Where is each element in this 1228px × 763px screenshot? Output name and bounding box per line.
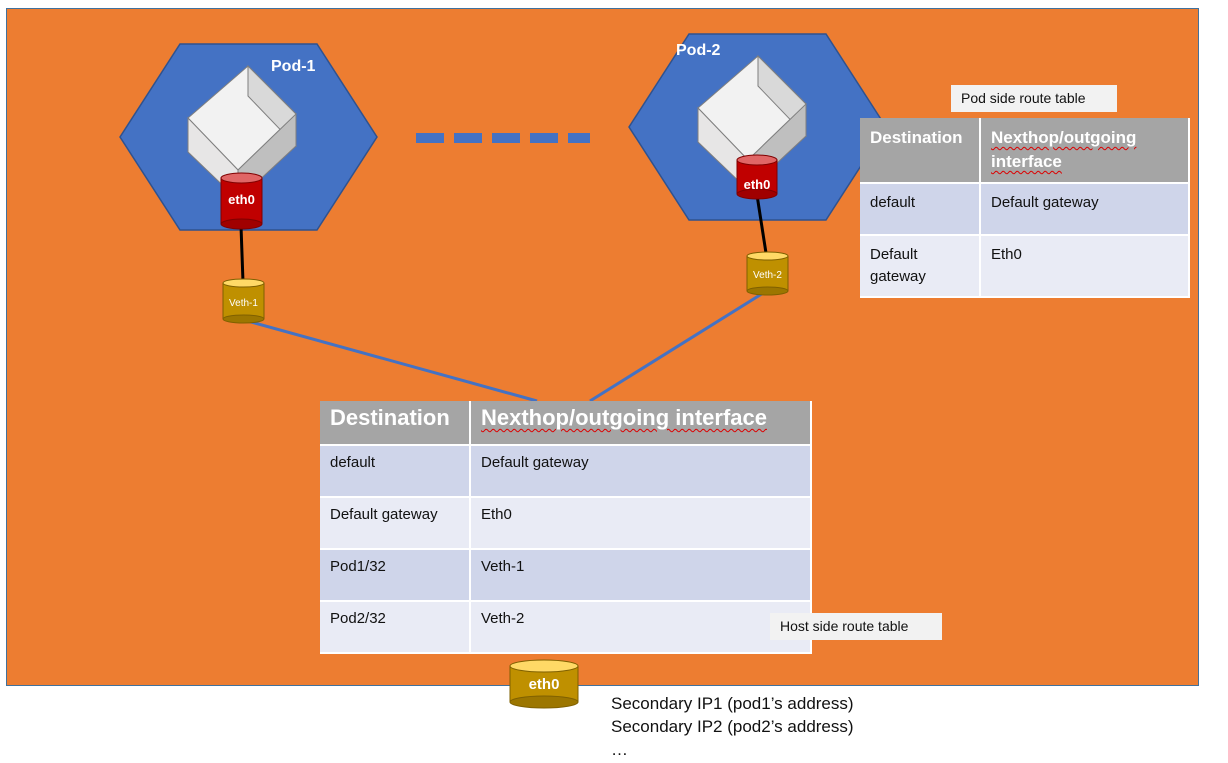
- secondary-ip-item: …: [611, 740, 628, 759]
- header-text: Nexthop/outgoing interface: [481, 405, 767, 430]
- secondary-ip-list: Secondary IP1 (pod1’s address) Secondary…: [611, 692, 854, 761]
- table-cell: Default gateway: [320, 497, 471, 550]
- veth2-label: Veth-2: [753, 270, 782, 281]
- veth1-label: Veth-1: [229, 298, 258, 309]
- pod1-eth0-label: eth0: [228, 192, 255, 207]
- table-cell: default: [860, 183, 981, 236]
- header-text: Nexthop/outgoing interface: [991, 128, 1137, 171]
- table-header-cell: Destination: [320, 401, 471, 446]
- host-eth0-cylinder: [509, 659, 579, 709]
- pod1-eth-veth-link: [239, 225, 245, 283]
- host-route-table: Destination Nexthop/outgoing interface d…: [320, 401, 812, 654]
- pod2-eth0-cylinder: [736, 154, 778, 200]
- table-row: Default gateway Eth0: [320, 497, 812, 550]
- table-header-cell: Destination: [860, 118, 981, 184]
- table-header-row: Destination Nexthop/outgoing interface: [860, 118, 1190, 184]
- host-route-table-caption: Host side route table: [770, 613, 942, 640]
- pod2-label: Pod-2: [676, 42, 721, 59]
- pod-route-table: Destination Nexthop/outgoing interface d…: [860, 118, 1190, 298]
- table-header-row: Destination Nexthop/outgoing interface: [320, 401, 812, 446]
- pod1-eth0-cylinder: [220, 172, 263, 230]
- table-cell: Pod2/32: [320, 601, 471, 654]
- table-cell: Veth-2: [470, 601, 812, 654]
- secondary-ip-item: Secondary IP2 (pod2’s address): [611, 717, 854, 736]
- table-cell: Default gateway: [470, 445, 812, 498]
- table-cell: Eth0: [980, 235, 1190, 298]
- table-cell: Default gateway: [980, 183, 1190, 236]
- secondary-ip-item: Secondary IP1 (pod1’s address): [611, 694, 854, 713]
- pod2-eth-veth-link: [755, 194, 768, 254]
- table-cell: default: [320, 445, 471, 498]
- table-cell: Eth0: [470, 497, 812, 550]
- table-cell: Default gateway: [860, 235, 981, 298]
- table-row: default Default gateway: [320, 445, 812, 498]
- table-cell: Pod1/32: [320, 549, 471, 602]
- pod2-eth0-label: eth0: [743, 177, 771, 192]
- table-row: Pod2/32 Veth-2: [320, 601, 812, 654]
- veth1-to-host-line: [243, 318, 538, 403]
- table-row: Default gateway Eth0: [860, 235, 1190, 298]
- table-header-cell: Nexthop/outgoing interface: [470, 401, 812, 446]
- veth1-cylinder: [222, 278, 265, 324]
- table-row: Pod1/32 Veth-1: [320, 549, 812, 602]
- table-row: default Default gateway: [860, 183, 1190, 236]
- table-header-cell: Nexthop/outgoing interface: [980, 118, 1190, 184]
- host-eth0-label: eth0: [528, 676, 560, 693]
- pod1-label: Pod-1: [271, 58, 316, 75]
- table-cell: Veth-1: [470, 549, 812, 602]
- veth2-to-host-line: [589, 288, 769, 403]
- veth2-cylinder: [746, 251, 789, 296]
- more-pods-dashes: [416, 133, 590, 143]
- pod-route-table-caption: Pod side route table: [951, 85, 1117, 112]
